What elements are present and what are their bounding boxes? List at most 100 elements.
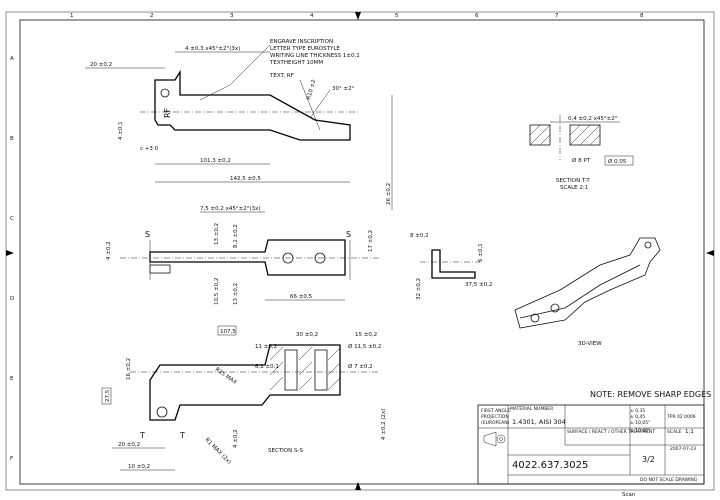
ss-d10: 10 ±0,2 [128,464,150,470]
mid-s-left: S [145,230,150,239]
iso-view: 3D-VIEW [514,237,661,347]
ss-box27 [101,387,112,405]
center-mark-bottom [355,482,361,490]
tb-sheet: 3/2 [642,455,655,464]
grid-side-d: D [10,296,14,302]
iso-body [514,237,661,329]
tt-phi8: Ø 8 PT [572,157,591,164]
iso-hole-2 [550,303,560,313]
engrave-note-3: WRITING LINE THICKNESS 1±0,1 [270,53,360,59]
dim-angle30: 30° ±2° [332,86,355,92]
tb-tol1: ± 0,35 [630,408,645,414]
mid-d13b: 13 ±0,2 [233,283,239,305]
dim-c: c +3 0 [140,146,159,152]
mid-d13a: 13 ±0,2 [214,223,220,245]
tb-frame [477,404,705,485]
ss-d61: 6,1 ±0,1 [255,364,279,370]
tb-date: 2007-07-23 [670,446,696,452]
center-mark-top [355,12,361,20]
tb-tol2: ± 0,45 [630,414,645,420]
ss-d16: 16 ±0,2 [126,358,132,380]
angle-leader [309,89,331,119]
grid-side-c: C [10,216,14,222]
tb-scale: 1:1 [685,429,694,435]
tb-std: TPR 02 0006 [666,414,696,420]
ss-t-left: T [139,431,145,440]
r-leader [299,79,321,131]
grid-top-1: 1 [70,13,74,19]
tt-scale: SCALE 2:1 [560,185,588,191]
grid-top-5: 5 [395,13,399,19]
inner-frame [19,19,705,485]
mid-d66: 66 ±0,5 [290,294,313,300]
ss-bore-1 [284,349,298,391]
center-mark-right [706,250,714,256]
mid-d17: 17 ±0,2 [368,230,374,252]
ss-hole [156,406,168,418]
side-d6: 6 ±0,1 [478,243,484,262]
text-note: TEXT: RF [269,73,294,79]
ss-box27-text: 27,5 [105,389,111,402]
ss-r15: R15 MAX [214,367,238,386]
tb-material-label: MATERIAL NUMBER [510,406,553,412]
engrave-note-4: TEXTHEIGHT 10MM [269,60,323,66]
tb-tol3: ± 10,05° [630,420,650,426]
mid-outline [149,239,346,276]
section-tt: 0,4 ±0,2 x45°±2° Ø 8 PT Ø 0.05 SECTION T… [529,115,634,191]
tb-scale-label: SCALE [667,429,682,435]
ss-d30: 30 ±0,2 [296,332,318,338]
middle-view: S S 7,5 ±0,2 x45°±2°(3x) 13 ±0,2 8,1 ±0,… [106,206,380,305]
engrave-note-2: LETTER TYPE EUROSTYLE [270,46,340,52]
grid-top-3: 3 [230,13,234,19]
iso-hole-3 [644,241,652,249]
dim-4: 4 ±0,1 [118,121,124,140]
side-d32: 32 ±0,2 [416,278,422,300]
side-view: 8 ±0,2 6 ±0,1 32 ±0,2 37,5 ±0,2 [410,233,492,300]
tt-tol-box [604,155,634,166]
side-d37: 37,5 ±0,2 [465,282,492,288]
ss-box-dim [217,325,237,336]
ss-d4b: 4 ±0,2 [233,429,239,448]
ss-phi115: Ø 11,5 ±0,2 [348,343,381,350]
engrave-note-1: ENGRAVE INSCRIPTION [270,39,333,45]
mid-chamfer: 7,5 ±0,2 x45°±2°(3x) [200,206,261,212]
dim-26: 26 ±0,2 [386,183,392,205]
title-block: FIRST ANGLE PROJECTION (EUROPEAN) MATERI… [477,404,705,485]
tt-title: SECTION T-T [556,178,590,184]
ss-t-right: T [179,431,185,440]
grid-top-7: 7 [555,13,559,19]
top-view: RF ENGRAVE INSCRIPTION LETTER TYPE EUROS… [85,39,393,210]
tb-material: 1.4301, AISI 304 [512,418,566,426]
grid-labels-top: 1 2 3 4 5 6 7 8 [70,13,644,19]
mid-s-right: S [346,230,351,239]
tt-hatch-lines [529,124,601,146]
dim-20: 20 ±0,2 [90,62,112,68]
tb-footer: DO NOT SCALE DRAWING [640,477,698,483]
ss-d4a: 4 ±0,2 (2x) [381,409,387,440]
tb-tol4: ± 10,05° [630,428,650,434]
top-view-outline [154,69,351,141]
ss-box-dim-text: 107,5 [220,329,236,335]
ss-title: SECTION S-S [268,448,303,454]
ss-bore-2 [314,349,328,391]
ss-r1: R1 MAX (2x) [204,437,232,465]
dim-101: 101,3 ±0,2 [200,158,231,164]
tb-proj-1: FIRST ANGLE [481,408,511,414]
grid-side-a: A [10,56,14,62]
mid-d4: 4 ±0,2 [106,241,112,260]
grid-top-2: 2 [150,13,154,19]
grid-top-6: 6 [475,13,479,19]
mid-d105: 10,5 ±0,2 [214,278,220,305]
side-outline [431,249,476,279]
top-view-hole [160,88,170,98]
tb-part-no: 4022.637.3025 [512,460,588,471]
ss-d15: 15 ±0,2 [355,332,377,338]
grid-side-f: F [10,456,13,462]
tb-proj-2: PROJECTION [481,414,509,420]
iso-label: 3D-VIEW [578,341,602,347]
engrave-mark: RF [163,107,172,118]
dim-r: R10 ±2 [306,79,317,101]
engrave-leader [199,44,271,101]
tt-tol: Ø 0.05 [608,158,627,165]
